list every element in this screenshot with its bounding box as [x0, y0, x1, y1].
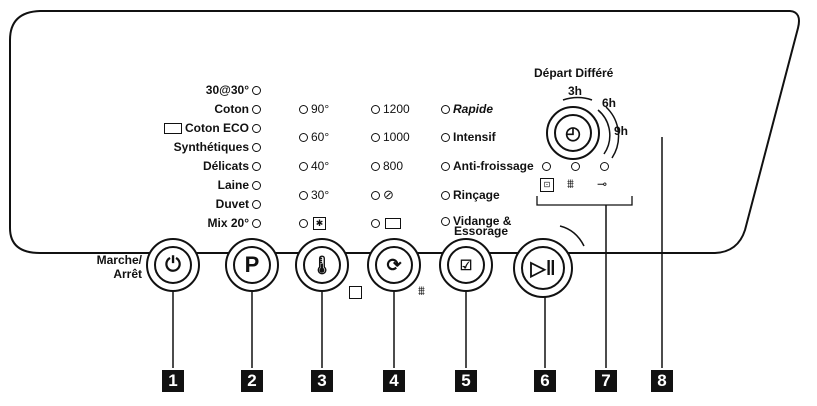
spin-1200[interactable]: 1200 — [368, 102, 410, 116]
option-label: Anti-froissage — [453, 159, 534, 173]
program-label: Coton — [214, 102, 249, 116]
power-label-1: Marche/ — [96, 253, 142, 267]
program-label: Duvet — [215, 197, 249, 211]
option-essorage-label: Essorage — [454, 224, 508, 238]
temp-label: 60° — [311, 130, 330, 144]
callout-3: 3 — [311, 370, 333, 392]
temp-cold[interactable]: ✱ — [296, 216, 326, 231]
option-label: Rinçage — [453, 188, 500, 202]
spin-label: 800 — [383, 159, 404, 173]
program-synthetiques[interactable]: Synthétiques — [174, 140, 264, 154]
delay-title: Départ Différé — [534, 66, 614, 80]
option-led-3 — [600, 162, 609, 171]
temp-label: 40° — [311, 159, 330, 173]
cold-icon: ✱ — [313, 217, 326, 231]
program-label: Délicats — [202, 159, 249, 173]
callout-6: 6 — [534, 370, 556, 392]
option-led-1 — [542, 162, 551, 171]
spin-1000[interactable]: 1000 — [368, 130, 410, 144]
callout-4: 4 — [383, 370, 405, 392]
power-button[interactable]: ⏻ — [146, 238, 200, 292]
temp-30[interactable]: 30° — [296, 188, 329, 202]
option-rapide[interactable]: Rapide — [438, 102, 493, 116]
callout-2: 2 — [241, 370, 263, 392]
option-label: Essorage — [454, 224, 509, 238]
eco-tag-icon — [164, 123, 182, 135]
option-label: Rapide — [453, 102, 494, 116]
no-spin-icon: ⊘ — [383, 187, 394, 202]
program-duvet[interactable]: Duvet — [216, 197, 264, 211]
power-label-2: Arrêt — [113, 267, 142, 281]
spin-rinse-hold[interactable] — [368, 216, 401, 230]
callout-1: 1 — [162, 370, 184, 392]
start-pause-button[interactable]: ▷‖ — [513, 238, 573, 298]
program-button-label: P — [233, 246, 271, 284]
option-led-2 — [571, 162, 580, 171]
door-icon — [349, 286, 362, 299]
temp-label: 30° — [311, 188, 330, 202]
rinse-hold-icon — [385, 218, 401, 230]
callout-5: 5 — [455, 370, 477, 392]
door-lock-icon: ⊡ — [540, 178, 554, 192]
temp-40[interactable]: 40° — [296, 159, 329, 173]
program-button[interactable]: P — [225, 238, 279, 292]
program-label: 30@30° — [205, 83, 249, 97]
spin-800[interactable]: 800 — [368, 159, 403, 173]
temp-90[interactable]: 90° — [296, 102, 329, 116]
option-label: Vidange & — [453, 214, 512, 228]
option-anti-froissage[interactable]: Anti-froissage — [438, 159, 534, 173]
option-intensif[interactable]: Intensif — [438, 130, 496, 144]
power-icon: ⏻ — [154, 246, 192, 284]
option-label: Intensif — [453, 130, 496, 144]
program-coton[interactable]: Coton — [214, 102, 264, 116]
rinse-icon: ⩩ — [418, 283, 425, 298]
temp-label: 90° — [311, 102, 330, 116]
options-icon: ☑ — [447, 246, 485, 284]
program-delicats[interactable]: Délicats — [203, 159, 264, 173]
program-label: Coton ECO — [185, 121, 249, 135]
options-button[interactable]: ☑ — [439, 238, 493, 292]
spin-icon: ⟳ — [375, 246, 413, 284]
spin-button[interactable]: ⟳ — [367, 238, 421, 292]
delay-6h-label: 6h — [602, 96, 617, 110]
clock-icon: ◴ — [554, 114, 592, 152]
spin-label: 1000 — [383, 130, 410, 144]
spin-no-spin[interactable]: ⊘ — [368, 188, 394, 202]
rinse-plus-icon: ⩩ — [567, 176, 574, 191]
program-mix20[interactable]: Mix 20° — [208, 216, 264, 230]
delay-start-button[interactable]: ◴ — [546, 106, 600, 160]
child-lock-icon: ⊸ — [597, 177, 608, 191]
program-label: Mix 20° — [207, 216, 249, 230]
spin-label: 1200 — [383, 102, 410, 116]
play-pause-icon: ▷‖ — [521, 246, 565, 290]
option-rincage[interactable]: Rinçage — [438, 188, 500, 202]
program-label: Synthétiques — [173, 140, 249, 154]
program-label: Laine — [217, 178, 249, 192]
program-30at30[interactable]: 30@30° — [206, 83, 264, 97]
temperature-button[interactable]: 🌡 — [295, 238, 349, 292]
delay-9h-label: 9h — [614, 124, 629, 138]
program-laine[interactable]: Laine — [218, 178, 264, 192]
delay-3h-label: 3h — [568, 84, 583, 98]
option-vidange[interactable]: Vidange & — [438, 214, 511, 228]
callout-8: 8 — [651, 370, 673, 392]
thermometer-icon: 🌡 — [303, 246, 341, 284]
program-coton-eco[interactable]: Coton ECO — [164, 121, 264, 135]
temp-60[interactable]: 60° — [296, 130, 329, 144]
callout-7: 7 — [595, 370, 617, 392]
